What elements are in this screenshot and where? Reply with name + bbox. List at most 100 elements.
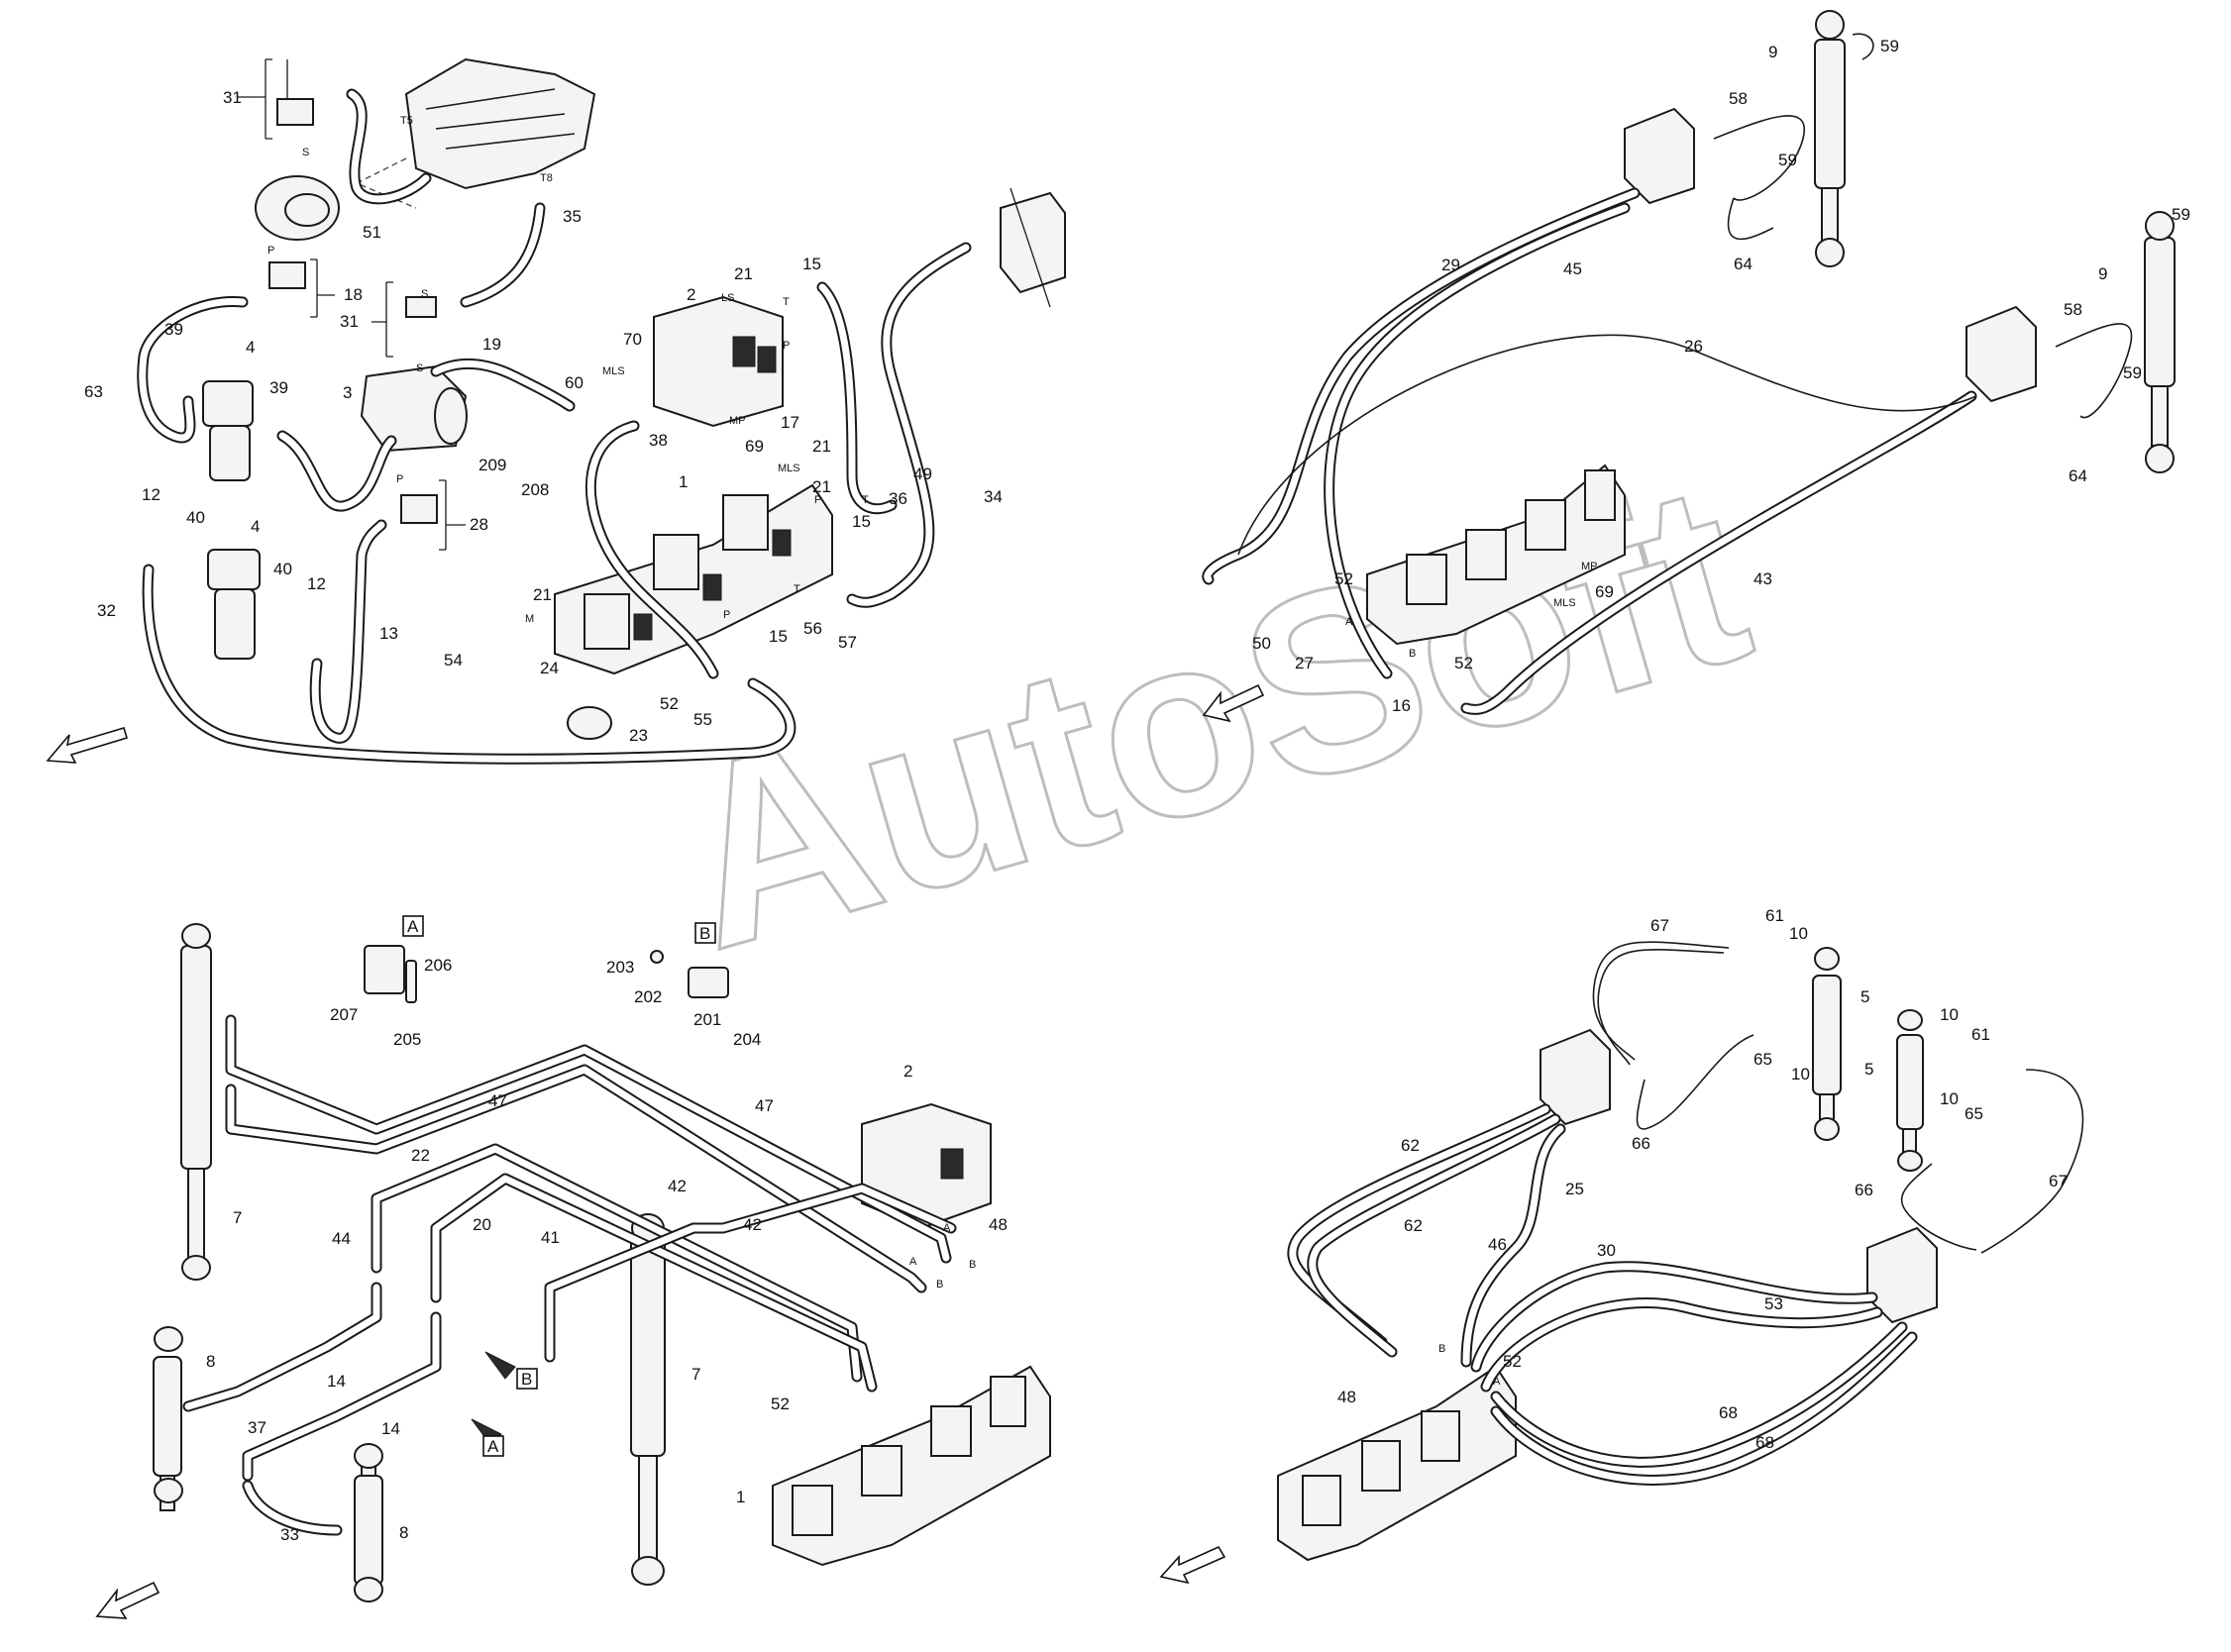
- box-b-bottom: [516, 1368, 538, 1390]
- cap-23: [567, 706, 612, 740]
- label-39-b: 39: [269, 378, 288, 397]
- label-12-b: 12: [307, 574, 326, 593]
- label-p-b: P: [814, 494, 821, 506]
- label-69-b: 69: [1595, 582, 1614, 601]
- label-14-b: 14: [381, 1419, 400, 1438]
- label-43: 43: [1753, 569, 1772, 588]
- label-5-a: 5: [1860, 987, 1869, 1006]
- remote-valve-br-a: [1540, 1028, 1611, 1126]
- label-33: 33: [280, 1525, 299, 1544]
- label-46: 46: [1488, 1235, 1507, 1254]
- label-47-a: 47: [488, 1091, 507, 1110]
- label-24: 24: [540, 659, 559, 677]
- label-box-b-top: B: [699, 924, 710, 943]
- label-t5: T5: [400, 115, 413, 127]
- label-a-bl-2: A: [909, 1256, 917, 1268]
- label-t-b: T: [862, 494, 869, 506]
- label-2-bl: 2: [903, 1062, 912, 1081]
- cylinder-9-upper: [1814, 10, 1846, 267]
- label-26: 26: [1684, 337, 1703, 356]
- label-s-b: S: [416, 362, 423, 374]
- label-66-a: 66: [1632, 1134, 1650, 1153]
- label-54: 54: [444, 651, 463, 670]
- label-67-a: 67: [1650, 916, 1669, 935]
- label-1-bl: 1: [736, 1488, 745, 1506]
- label-18: 18: [344, 285, 363, 304]
- label-53: 53: [1764, 1294, 1783, 1313]
- label-m: M: [525, 613, 534, 625]
- label-61-a: 61: [1765, 906, 1784, 925]
- label-31-b: 31: [340, 312, 359, 331]
- label-56: 56: [803, 619, 822, 638]
- box-a-bottom: [482, 1435, 504, 1457]
- label-58-a: 58: [1729, 89, 1748, 108]
- engine-block: [355, 57, 596, 209]
- valve-bank-br: [1277, 1365, 1517, 1562]
- label-22: 22: [411, 1146, 430, 1165]
- label-mp-a: MP: [729, 415, 746, 427]
- label-15-a: 15: [802, 255, 821, 273]
- cylinder-5-upper: [1812, 947, 1842, 1141]
- label-52-bl: 52: [771, 1394, 790, 1413]
- label-203: 203: [606, 958, 634, 977]
- label-67-b: 67: [2049, 1172, 2068, 1190]
- label-60: 60: [565, 373, 584, 392]
- label-17: 17: [781, 413, 799, 432]
- label-p-e: P: [396, 473, 403, 485]
- labels-top-left: 31 18 31 19 2 21 15 70 MLS LS T P 60 38 …: [84, 88, 1003, 745]
- label-b-bl-2: B: [936, 1279, 943, 1291]
- cylinder-9-lower: [2144, 211, 2176, 473]
- label-15-c: 15: [769, 627, 788, 646]
- label-32: 32: [97, 601, 116, 620]
- label-10-c: 10: [1940, 1005, 1959, 1024]
- label-48-br: 48: [1337, 1388, 1356, 1406]
- label-9-a: 9: [1768, 43, 1777, 61]
- remote-valve-top-left: [1000, 187, 1066, 308]
- label-mp-b: MP: [1581, 561, 1598, 572]
- label-44: 44: [332, 1229, 351, 1248]
- label-65-b: 65: [1965, 1104, 1983, 1123]
- label-ls: LS: [721, 292, 734, 304]
- label-19: 19: [482, 335, 501, 354]
- label-t-c: T: [794, 583, 800, 595]
- label-201: 201: [693, 1010, 721, 1029]
- label-69-a: 69: [745, 437, 764, 456]
- hoses-top-right: [1202, 33, 2133, 715]
- labels-top-right: 9 59 58 59 64 29 45 59 9 58 59 64 26 43 …: [1252, 37, 2190, 715]
- label-b-tr: B: [1409, 648, 1416, 660]
- label-14-a: 14: [327, 1372, 346, 1391]
- valve-bank-1: [554, 483, 833, 675]
- label-4-a: 4: [246, 338, 255, 357]
- quadrant-top-right: 9 59 58 59 64 29 45 59 9 58 59 64 26 43 …: [1202, 10, 2190, 723]
- label-40-b: 40: [273, 560, 292, 578]
- label-4-b: 4: [251, 517, 260, 536]
- label-47-b: 47: [755, 1096, 774, 1115]
- label-51: 51: [363, 223, 381, 242]
- cylinder-5-lower: [1896, 1009, 1924, 1172]
- label-40-a: 40: [186, 508, 205, 527]
- direction-arrow-bl: [95, 1581, 160, 1619]
- label-16: 16: [1392, 696, 1411, 715]
- pump-top: [255, 59, 340, 289]
- label-52: 52: [660, 694, 679, 713]
- label-59-d: 59: [2123, 363, 2142, 382]
- label-205: 205: [393, 1030, 421, 1049]
- label-28: 28: [470, 515, 488, 534]
- filter-upper: [202, 380, 254, 481]
- label-68-a: 68: [1719, 1403, 1738, 1422]
- label-65-a: 65: [1753, 1050, 1772, 1069]
- label-39-a: 39: [164, 320, 183, 339]
- label-59-a: 59: [1880, 37, 1899, 55]
- label-45: 45: [1563, 259, 1582, 278]
- label-70: 70: [623, 330, 642, 349]
- direction-arrow-tr: [1202, 683, 1265, 723]
- box-b-top: [694, 922, 716, 944]
- cylinder-7-left: [180, 923, 212, 1281]
- label-15-b: 15: [852, 512, 871, 531]
- direction-arrow-br: [1159, 1545, 1226, 1585]
- label-41: 41: [541, 1228, 560, 1247]
- remote-valve-tr-b: [1965, 305, 2037, 403]
- cylinder-7-right: [630, 1213, 666, 1586]
- label-21-c: 21: [812, 477, 831, 496]
